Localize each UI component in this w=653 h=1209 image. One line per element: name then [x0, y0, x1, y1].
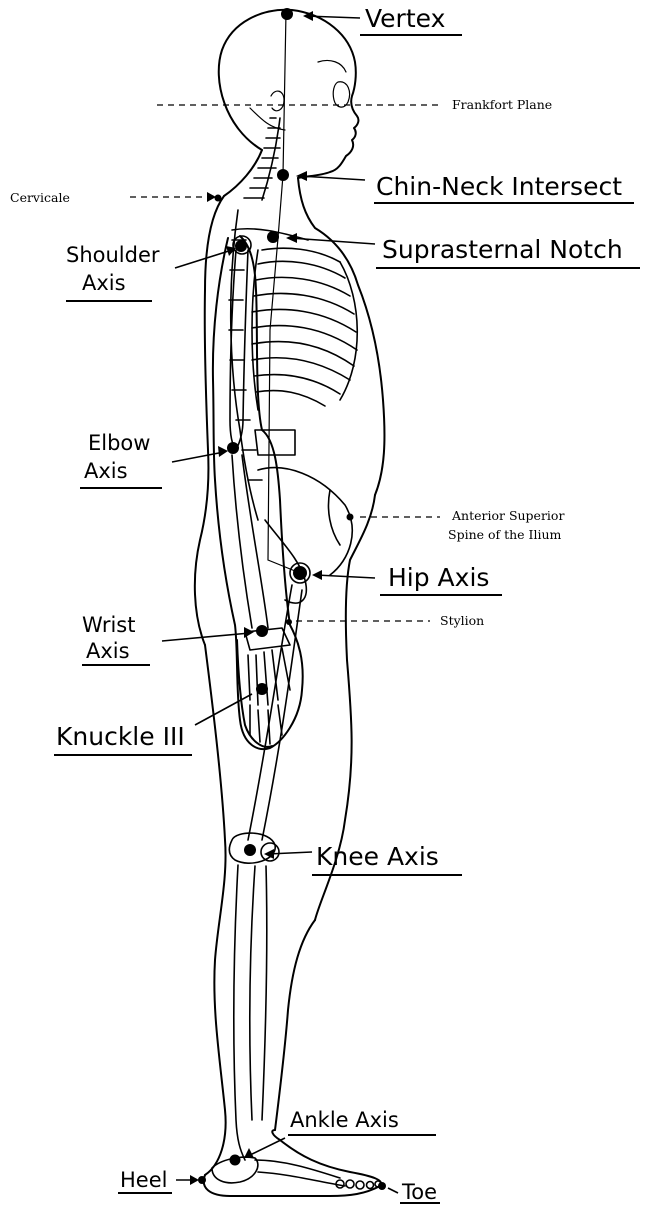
- head-outline: [219, 10, 359, 178]
- asis-point: [347, 514, 354, 521]
- wrist-axis-point: [256, 625, 268, 637]
- label-shoulder-line2: Axis: [82, 271, 126, 295]
- neck-back: [224, 150, 262, 196]
- stylion-point: [286, 619, 292, 625]
- suprasternal-point: [267, 231, 279, 243]
- ankle-axis-point: [230, 1155, 241, 1166]
- label-ankle-axis: Ankle Axis: [290, 1108, 399, 1132]
- ear: [333, 82, 349, 107]
- body-centerline: [268, 12, 300, 573]
- hip-axis-point: [293, 566, 307, 580]
- label-knuckle-iii: Knuckle III: [56, 722, 185, 751]
- labels: Vertex Frankfort Plane Cervicale Chin-Ne…: [10, 4, 640, 1204]
- pelvis: [258, 468, 352, 603]
- shoulder-axis-point: [235, 240, 247, 252]
- toe-point: [378, 1182, 386, 1190]
- lower-spine: [229, 210, 295, 520]
- label-suprasternal-notch: Suprasternal Notch: [382, 235, 623, 264]
- label-cervicale: Cervicale: [10, 190, 70, 205]
- knuckle-iii-point: [256, 683, 268, 695]
- neck-front: [298, 178, 384, 495]
- tibia: [234, 865, 245, 1160]
- skeleton: [212, 12, 381, 1189]
- back-outline: [195, 196, 224, 645]
- vertex-point: [281, 8, 293, 20]
- label-chin-neck-intersect: Chin-Neck Intersect: [376, 172, 622, 201]
- label-knee-axis: Knee Axis: [316, 842, 439, 871]
- elbow-axis-point: [227, 442, 239, 454]
- foot-outline: [204, 1130, 381, 1196]
- label-elbow-line1: Elbow: [88, 431, 150, 455]
- heel-point: [198, 1176, 206, 1184]
- cervicale-point: [215, 195, 222, 202]
- arm-outline: [213, 236, 303, 749]
- label-anterior-superior-line1: Anterior Superior: [451, 508, 564, 523]
- label-shoulder-line1: Shoulder: [66, 243, 160, 267]
- label-wrist-line2: Axis: [86, 639, 130, 663]
- cervical-spine: [244, 118, 280, 200]
- label-hip-axis: Hip Axis: [388, 563, 489, 592]
- label-vertex: Vertex: [365, 4, 445, 33]
- label-heel: Heel: [120, 1168, 167, 1192]
- chin-neck-point: [277, 169, 289, 181]
- label-frankfort-plane: Frankfort Plane: [452, 97, 552, 112]
- back-leg-outline: [205, 645, 226, 1175]
- label-wrist-line1: Wrist: [82, 613, 135, 637]
- fibula: [262, 866, 267, 1120]
- label-anterior-superior-line2: Spine of the Ilium: [448, 527, 562, 542]
- label-toe: Toe: [401, 1180, 437, 1204]
- label-elbow-line2: Axis: [84, 459, 128, 483]
- hand-bones: [245, 628, 290, 744]
- knee-axis-point: [244, 844, 256, 856]
- ribcage: [252, 248, 357, 410]
- landmark-points: [198, 8, 386, 1190]
- front-leg-outline: [275, 920, 315, 1130]
- label-stylion: Stylion: [440, 613, 484, 628]
